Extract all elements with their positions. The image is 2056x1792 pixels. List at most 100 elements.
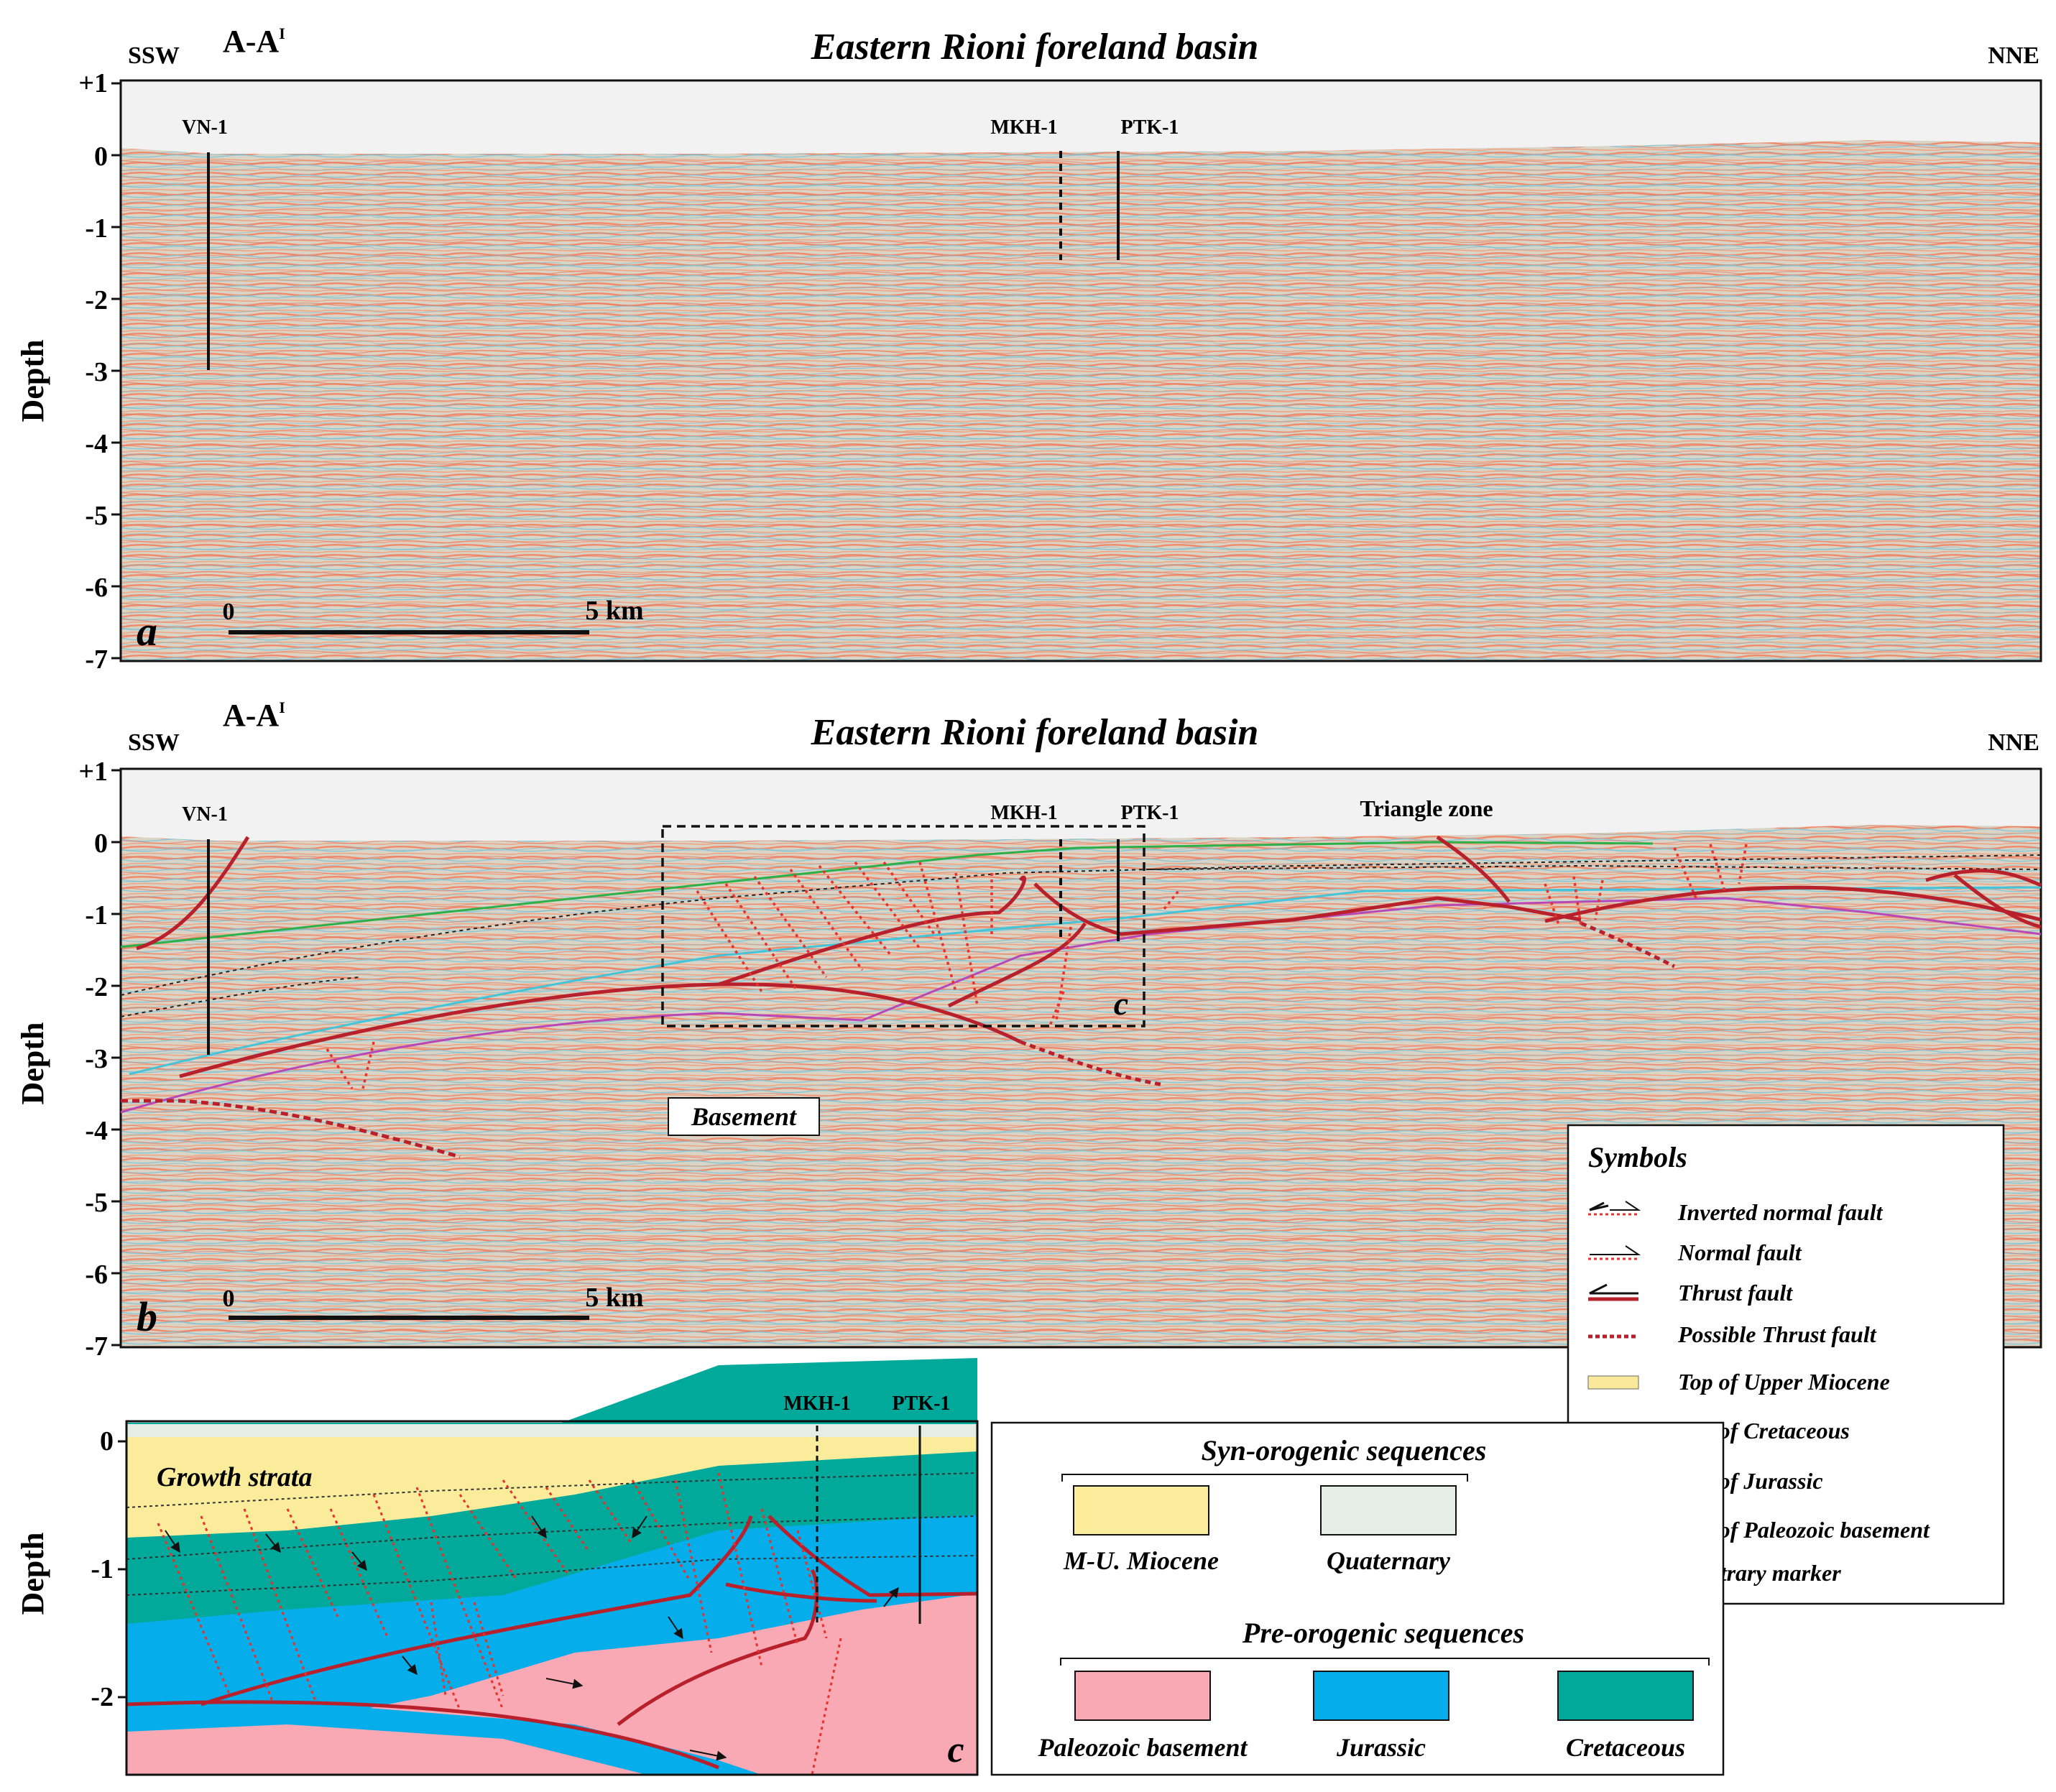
tick-label: 0 [94, 828, 108, 859]
depth-label-a: Depth [15, 340, 50, 422]
title-b: Eastern Rioni foreland basin [811, 712, 1259, 753]
thrust-fault [1544, 885, 2042, 923]
miocene-layer [126, 1437, 977, 1538]
well-label: VN-1 [182, 803, 228, 826]
legend-paleozoic: Paleozoic basement [1038, 1733, 1248, 1762]
normal-fault-symbol: Normal fault [1588, 1239, 1802, 1265]
thrust-fault [1033, 882, 1582, 936]
tick-label: -6 [85, 1260, 108, 1290]
tick-label: -5 [85, 1188, 108, 1218]
dir-left-a: SSW [128, 42, 180, 69]
tick-label: 0 [94, 142, 108, 172]
symbol-label: Possible Thrust fault [1677, 1321, 1877, 1347]
dir-right-b: NNE [1988, 729, 2039, 756]
tick-label: -4 [85, 429, 108, 459]
thrust-fault [200, 1515, 753, 1706]
dir-right-a: NNE [1988, 42, 2039, 69]
sequence-legend: Syn-orogenic sequences M-U. Miocene Quat… [990, 1421, 1725, 1776]
wells-a: VN-1 MKH-1 PTK-1 [182, 116, 1179, 370]
tick-label: -5 [85, 501, 108, 531]
symbol-label: Inverted normal fault [1677, 1199, 1884, 1225]
topography-a [121, 80, 2041, 154]
thrust-fault [1436, 835, 1511, 903]
swatch-cretaceous [1557, 1671, 1694, 1721]
thrust-fault [1925, 869, 2042, 887]
topography-b [121, 769, 2041, 841]
panel-b: SSW A-AI Eastern Rioni foreland basin NN… [15, 698, 2042, 1605]
swatch-quaternary [1320, 1485, 1457, 1535]
legend-jurassic: Jurassic [1336, 1733, 1426, 1762]
well-label: VN-1 [182, 116, 228, 139]
inset-box-c [661, 825, 1145, 1027]
tick-label: -1 [85, 900, 108, 930]
top-upper-miocene-symbol: Top of Upper Miocene [1587, 1369, 1890, 1395]
thrust-fault [947, 922, 1087, 1008]
symbols-title: Symbols [1588, 1141, 1687, 1173]
jurassic-layer [126, 1515, 977, 1732]
tick-label: -4 [85, 1116, 108, 1146]
tick-label: -2 [85, 285, 108, 315]
possible-thrust-fault-symbol: Possible Thrust fault [1588, 1321, 1877, 1347]
tick-label: -1 [91, 1554, 114, 1584]
tick-label: 0 [100, 1426, 114, 1456]
thrust-fault [136, 836, 250, 951]
title-a: Eastern Rioni foreland basin [811, 27, 1259, 68]
swatch-miocene [1073, 1485, 1209, 1535]
scale-length: 5 km [585, 596, 643, 626]
tick-label: +1 [78, 757, 108, 787]
scale-bar-a: 0 5 km [223, 596, 644, 634]
section-id-b: A-AI [223, 698, 285, 733]
tick-label: -2 [91, 1682, 114, 1712]
well-label: PTK-1 [893, 1393, 951, 1415]
well-label: MKH-1 [990, 116, 1057, 139]
depth-label-c: Depth [15, 1533, 50, 1615]
y-axis-a: +1 0 -1 -2 -3 -4 -5 -6 -7 [78, 68, 108, 675]
pre-orogenic-title: Pre-orogenic sequences [1242, 1617, 1524, 1649]
well-label: PTK-1 [1121, 116, 1179, 139]
section-id-a: A-AI [223, 24, 285, 59]
tick-label: -2 [85, 972, 108, 1002]
well-label: PTK-1 [1121, 802, 1179, 824]
scale-bar-b: 0 5 km [223, 1283, 644, 1320]
swatch-paleozoic [1074, 1671, 1211, 1721]
basement-label: Basement [691, 1102, 797, 1131]
horizons-b [120, 841, 2042, 1114]
thrust-fault [718, 875, 1026, 987]
wells-b: VN-1 MKH-1 PTK-1 [182, 802, 1179, 1055]
tick-label: +1 [78, 68, 108, 98]
tick-label: -1 [85, 213, 108, 244]
panel-letter-b: b [137, 1293, 157, 1340]
panel-a: SSW A-AI Eastern Rioni foreland basin NN… [15, 24, 2042, 675]
depth-label-b: Depth [15, 1022, 50, 1105]
symbol-label: Thrust fault [1678, 1280, 1793, 1306]
symbol-label: Normal fault [1677, 1239, 1802, 1265]
panel-letter-c: c [947, 1729, 964, 1770]
thrust-faults-b [121, 835, 2042, 1159]
top-cretaceous-horizon [120, 841, 1654, 948]
thrust-fault [1953, 874, 2042, 929]
tick-label: -6 [85, 573, 108, 603]
thrust-fault [126, 1700, 719, 1770]
symbol-label: Top of Upper Miocene [1678, 1369, 1890, 1395]
triangle-zone-label: Triangle zone [1360, 795, 1493, 821]
top-paleozoic-horizon [120, 897, 2042, 1114]
y-axis-b: +1 0 -1 -2 -3 -4 -5 -6 -7 [78, 757, 108, 1362]
scale-zero: 0 [223, 1285, 235, 1312]
quaternary-layer [126, 1424, 977, 1437]
normal-faults-b [326, 844, 1748, 1089]
panel-c: MKH-1 PTK-1 Growth strata c 0 -1 -2 Dept… [15, 1358, 979, 1776]
tick-label: -3 [85, 357, 108, 387]
tick-label: -3 [85, 1044, 108, 1074]
tick-label: -7 [85, 645, 108, 675]
tick-label: -7 [85, 1331, 108, 1362]
thrust-fault-symbol: Thrust fault [1588, 1280, 1793, 1306]
swatch-jurassic [1313, 1671, 1449, 1721]
y-axis-c: 0 -1 -2 [91, 1426, 114, 1712]
panel-letter-a: a [137, 608, 157, 655]
scale-length: 5 km [585, 1283, 643, 1313]
inset-letter: c [1114, 985, 1128, 1022]
well-label: MKH-1 [990, 802, 1057, 824]
basement-label-box [668, 1097, 820, 1136]
legend-cretaceous: Cretaceous [1566, 1733, 1685, 1762]
